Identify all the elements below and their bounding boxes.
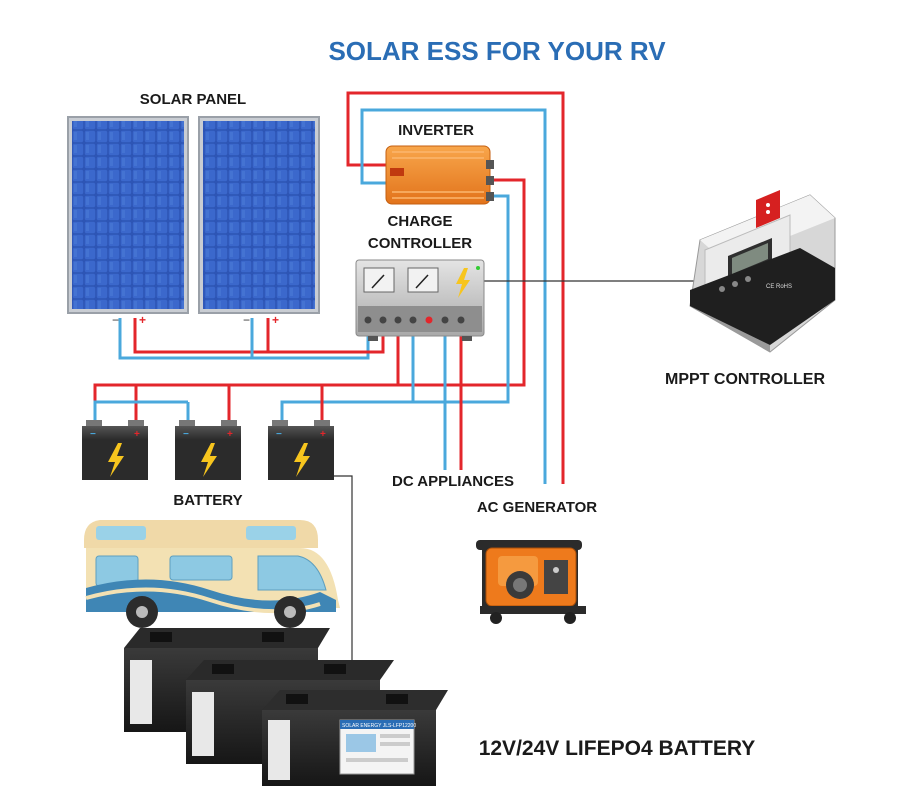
- panel1-pos-sign: +: [139, 313, 146, 327]
- dc-appliances-label: DC APPLIANCES: [392, 473, 514, 490]
- charge-controller-label-2: CONTROLLER: [368, 235, 472, 252]
- ac-generator-label: AC GENERATOR: [477, 499, 597, 516]
- panel1-neg-sign: −: [112, 313, 119, 327]
- inverter-label: INVERTER: [398, 122, 474, 139]
- ac-generator-device: [476, 540, 586, 624]
- mppt-controller-label: MPPT CONTROLLER: [665, 371, 825, 388]
- lifepo4-battery-front: SOLAR ENERGY JLS-LFP12200: [262, 690, 448, 786]
- lifepo4-battery-label: 12V/24V LIFEPO4 BATTERY: [479, 737, 756, 760]
- battery-2-bolt-icon: [201, 443, 217, 477]
- battery-3-neg: −: [276, 429, 282, 440]
- battery-2: − +: [175, 420, 241, 480]
- wiring: [93, 91, 700, 700]
- battery-1-neg: −: [90, 429, 96, 440]
- rv-vehicle: [84, 520, 340, 628]
- blue-ac-wire: [360, 108, 547, 484]
- mppt-badge: CE RoHS: [766, 284, 792, 290]
- battery-2-neg: −: [183, 429, 189, 440]
- mppt-controller-device: CE RoHS: [689, 190, 836, 353]
- cc-bolt-icon: [456, 268, 470, 298]
- lifepo4-link-line: [330, 475, 353, 700]
- panel1-pos-wire: [133, 318, 385, 354]
- panel1-neg-wire: [118, 318, 370, 360]
- battery-label: BATTERY: [173, 492, 242, 509]
- battery-3-pos: +: [320, 429, 326, 440]
- charge-controller-device: [355, 259, 485, 341]
- battery-neg-1: [93, 400, 188, 425]
- battery-3: − +: [268, 420, 334, 480]
- page-title: SOLAR ESS FOR YOUR RV: [328, 36, 666, 66]
- battery-3-bolt-icon: [294, 443, 310, 477]
- battery-2-pos: +: [227, 429, 233, 440]
- inverter-neg-wire: [280, 194, 510, 425]
- battery-1: − +: [82, 420, 148, 480]
- battery-1-pos: +: [134, 429, 140, 440]
- solar-panel-label: SOLAR PANEL: [140, 91, 246, 108]
- inverter-pos-wire: [93, 178, 526, 425]
- inverter-device: [385, 145, 494, 205]
- solar-panel-2: [198, 116, 320, 314]
- solar-panel-1: [67, 116, 189, 314]
- charge-controller-label-1: CHARGE: [387, 213, 452, 230]
- panel2-pos-sign: +: [272, 313, 279, 327]
- lifepo4-product-label: SOLAR ENERGY JLS-LFP12200: [342, 723, 416, 729]
- battery-1-bolt-icon: [108, 443, 124, 477]
- panel2-neg-sign: −: [243, 313, 250, 327]
